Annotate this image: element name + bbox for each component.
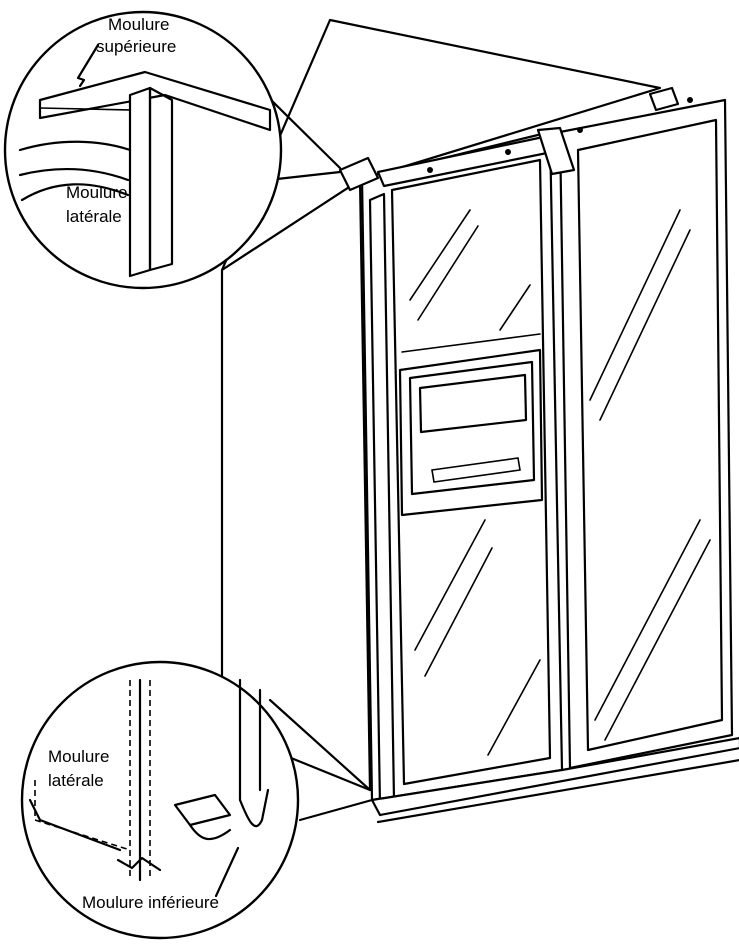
dispenser bbox=[398, 333, 544, 517]
label-bottom-molding: Moulure inférieure bbox=[82, 893, 219, 912]
bottom-detail-callout: Moulure latérale Moulure inférieure bbox=[20, 660, 374, 940]
top-hinge-left bbox=[338, 156, 380, 192]
base-grille bbox=[370, 737, 739, 817]
top-hinge-right bbox=[648, 86, 680, 112]
label-side-molding-bottom-2: latérale bbox=[48, 771, 104, 790]
label-top-molding-2: supérieure bbox=[96, 37, 176, 56]
label-side-molding-top-1: Moulure bbox=[66, 183, 127, 202]
label-side-molding-top-2: latérale bbox=[66, 207, 122, 226]
fresh-food-door bbox=[536, 97, 734, 770]
freezer-door bbox=[360, 130, 564, 808]
top-detail-callout: Moulure supérieure Moulure latérale bbox=[3, 10, 342, 290]
label-side-molding-bottom-1: Moulure bbox=[48, 747, 109, 766]
label-top-molding-1: Moulure bbox=[108, 15, 169, 34]
refrigerator bbox=[220, 18, 739, 824]
